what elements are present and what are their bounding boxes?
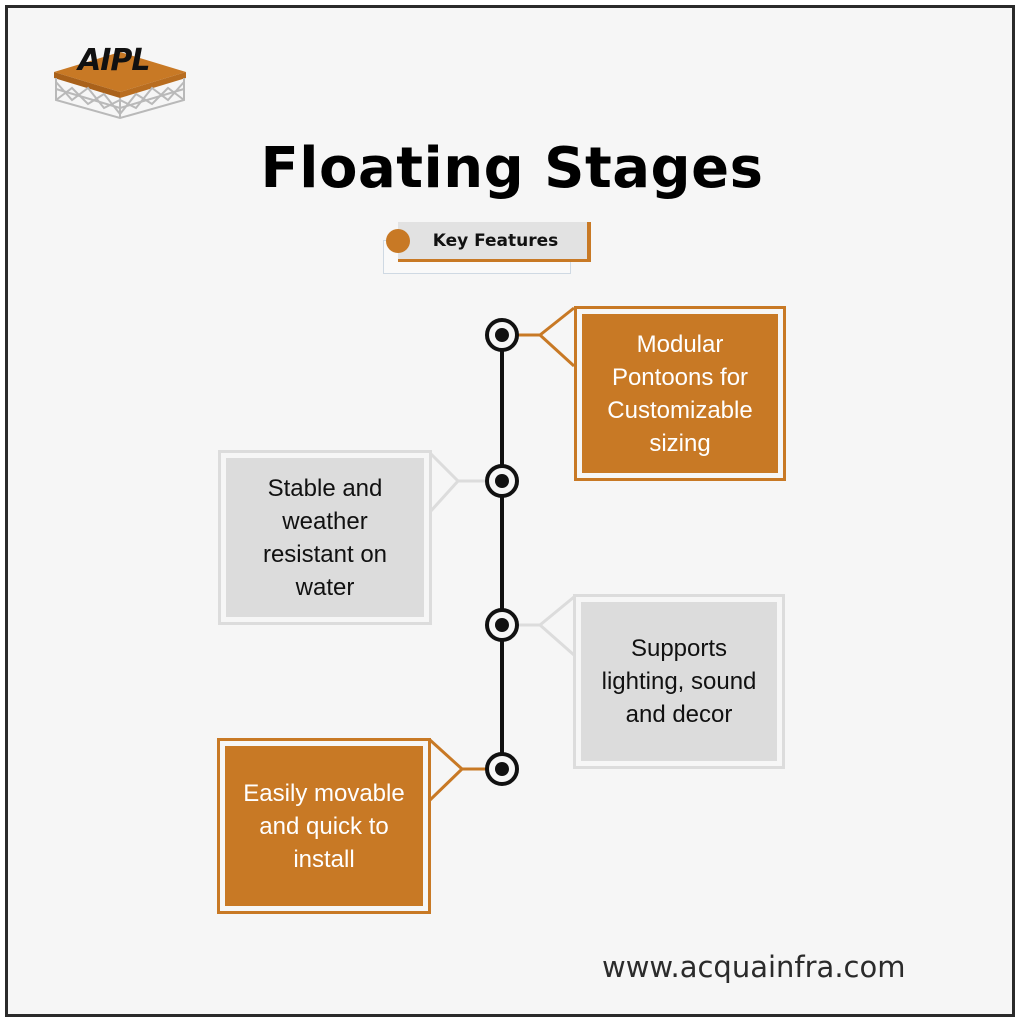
section-label-dot [386,229,410,253]
feature-card-3: Supports lighting, sound and decor [573,594,785,769]
timeline-node-3 [485,608,519,642]
section-label: Key Features [432,230,559,251]
connector-1 [516,306,576,368]
feature-card-4: Easily movable and quick to install [217,738,431,914]
feature-text-4: Easily movable and quick to install [243,779,405,873]
timeline-node-2 [485,464,519,498]
timeline-node-4 [485,752,519,786]
logo-text: AIPL [78,43,150,78]
connector-3 [516,595,575,657]
feature-text-2: Stable and weather resistant on water [262,474,388,601]
feature-card-1: Modular Pontoons for Customizable sizing [574,306,786,481]
website-url: www.acquainfra.com [602,950,906,984]
page-title: Floating Stages [260,136,764,201]
connector-2 [428,451,488,514]
feature-text-3: Supports lighting, sound and decor [601,635,757,728]
aipl-logo: AIPL [52,42,188,122]
feature-text-1: Modular Pontoons for Customizable sizing [607,330,753,457]
truss-stage-icon [54,52,186,120]
timeline-node-1 [485,318,519,352]
feature-card-2: Stable and weather resistant on water [218,450,432,625]
poster-frame [5,5,1015,1017]
section-label-box: Key Features [398,222,591,262]
connector-4 [428,738,488,802]
